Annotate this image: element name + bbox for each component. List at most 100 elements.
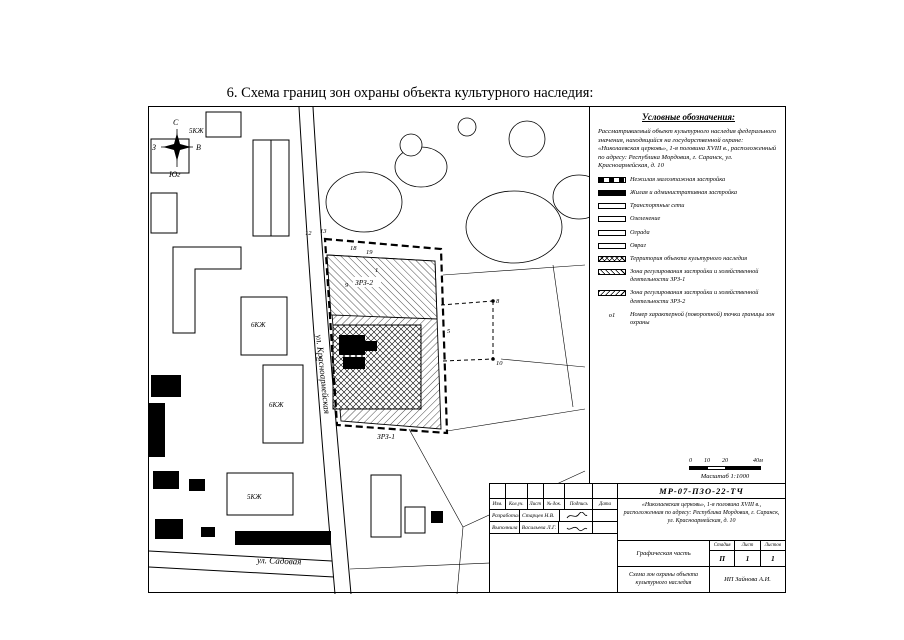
point-number: 17 [315,356,322,363]
object-name: «Николаевская церковь», 1-я половина XVI… [618,499,785,541]
legend-label: Жилая и административная застройка [630,188,738,196]
page-title: 6. Схема границ зон охраны объекта культ… [226,85,594,101]
buildings-outline-group [150,111,426,538]
legend-label: Транспортные сети [630,202,685,210]
point-number: 8 [496,298,500,305]
compass-west-label: З [152,143,156,152]
point-number: 18 [350,245,357,252]
trees-group [325,117,606,264]
drawing-sheet: С З В Юг ул. Красноармейская ул. Садовая… [148,106,786,594]
compass-south-label: Юг [168,170,180,179]
header-cell: Дата [599,501,612,507]
scale-bar: 0 10 20 40м Масштаб 1:1000 [689,458,777,480]
person-row-developer: Разработал Старцев Н.В. [490,510,617,522]
legend-label: Овраг [630,241,647,249]
titleblock-cell [506,484,528,498]
header-cell: Лист [528,499,544,509]
legend-label: Территория объекта культурного наследия [630,254,748,262]
legend-label: Зона регулирования застройки и хозяйстве… [630,289,759,305]
point-number: 9 [345,282,349,289]
stage-table: Стадия Лист Листов П 1 1 [710,541,785,566]
sheet-title: Схема зон охраны объекта культурного нас… [618,567,710,592]
legend-item-heritage-object: Рассматриваемый объект культурного насле… [598,128,779,171]
signature-cell [560,510,594,521]
building-label: 5КЖ [247,493,262,501]
scale-tick: 40м [753,458,763,464]
person-name: Васильева Л.Г. [520,522,560,533]
person-name: Старцев Н.В. [520,510,560,521]
point-number: 19 [366,249,373,256]
roads-group [149,107,352,594]
stage-table-values: П 1 1 [710,551,785,566]
church-buildings-group [339,335,377,369]
legend-item-point-number: о1 Номер характерной (поворотной) точки … [598,311,779,327]
revision-header-row: Изм. Кол.уч. Лист № док. Подпись Дата [490,499,617,510]
point-number: 12 [305,230,312,237]
titleblock-cell [565,484,594,498]
legend-label: Ограда [630,228,650,236]
person-role: Выполнила [490,522,520,533]
document-code: МР-07-ПЗО-22-ТЧ [618,484,785,499]
zrz1-symbol [598,269,626,276]
signature-mark [566,526,588,531]
signature-mark [566,511,588,518]
stage-value: П [710,551,736,566]
zone-label-bg [353,277,381,287]
site-plan-map: С З В Юг ул. Красноармейская ул. Садовая… [149,107,606,594]
scale-segment [690,467,708,469]
sheets-total: 1 [770,554,775,563]
legend-label: Нежилая малоэтажная застройка [630,175,726,183]
titleblock-cell [544,484,566,498]
legend-item-territory: Территория объекта культурного наследия [598,255,779,263]
date-cell [593,522,617,533]
titleblock-cell [490,484,506,498]
buildings-filled-group [149,375,443,545]
legend-label: Номер характерной (поворотной) точки гра… [630,310,775,326]
zone-label-zrz2: ЗРЗ-2 [355,278,373,287]
point-number: 13 [320,228,327,235]
stage-header-cell: Листов [764,543,782,548]
title-block-left: Изм. Кол.уч. Лист № док. Подпись Дата Ра… [490,484,618,592]
titleblock-cell [593,484,617,498]
header-cell: Кол.уч. [506,499,528,509]
legend-item-greenery: Озеленение [598,215,779,223]
scale-ticks: 0 10 20 40м [689,458,777,466]
compass-rose: С З В Юг [152,118,201,179]
point-number: 10 [496,360,503,367]
zone-boundary-line [323,237,495,435]
building-label: 6КЖ [269,401,284,409]
scale-tick: 0 [689,458,692,464]
street-label-sadovaya: ул. Садовая [256,555,302,567]
boundary-points-group: 12 13 18 19 1 9 17 5 8 10 [305,228,503,367]
title-block: Изм. Кол.уч. Лист № док. Подпись Дата Ра… [489,483,785,592]
legend-label: Озеленение [630,215,661,223]
stage-header-cell: Стадия [710,541,736,550]
stage-header-cell: Лист [735,541,761,550]
nonresidential-symbol [598,176,626,183]
legend-item-zrz1: Зона регулирования застройки и хозяйстве… [598,268,779,284]
person-role: Разработал [490,510,520,521]
signature-cell [559,522,594,533]
legend-title: Условные обозначения: [642,112,735,122]
territory-symbol [598,255,626,262]
person-row-executor: Выполнила Васильева Л.Г. [490,522,617,534]
legend-panel: Условные обозначения: Рассматриваемый об… [589,107,785,485]
titleblock-cell [528,484,544,498]
fence-symbol [598,229,626,236]
legend-label: Рассматриваемый объект культурного насле… [598,128,777,170]
residential-symbol [598,189,626,196]
sheet-number: 1 [735,551,761,566]
legend-item-transport: Транспортные сети [598,202,779,210]
scale-segment [707,467,725,469]
section-name: Графическая часть [618,541,710,566]
header-cell: Изм. [490,499,506,509]
greenery-symbol [598,216,626,223]
point-number: 5 [447,328,451,335]
legend-item-ravine: Овраг [598,242,779,250]
legend-item-zrz2: Зона регулирования застройки и хозяйстве… [598,289,779,305]
organization-name: ИП Зайнова А.И. [724,576,771,583]
zrz2-symbol [598,290,626,297]
legend-label: Зона регулирования застройки и хозяйстве… [630,268,759,284]
point-number: 1 [375,267,378,274]
scale-caption: Масштаб 1:1000 [700,473,750,480]
